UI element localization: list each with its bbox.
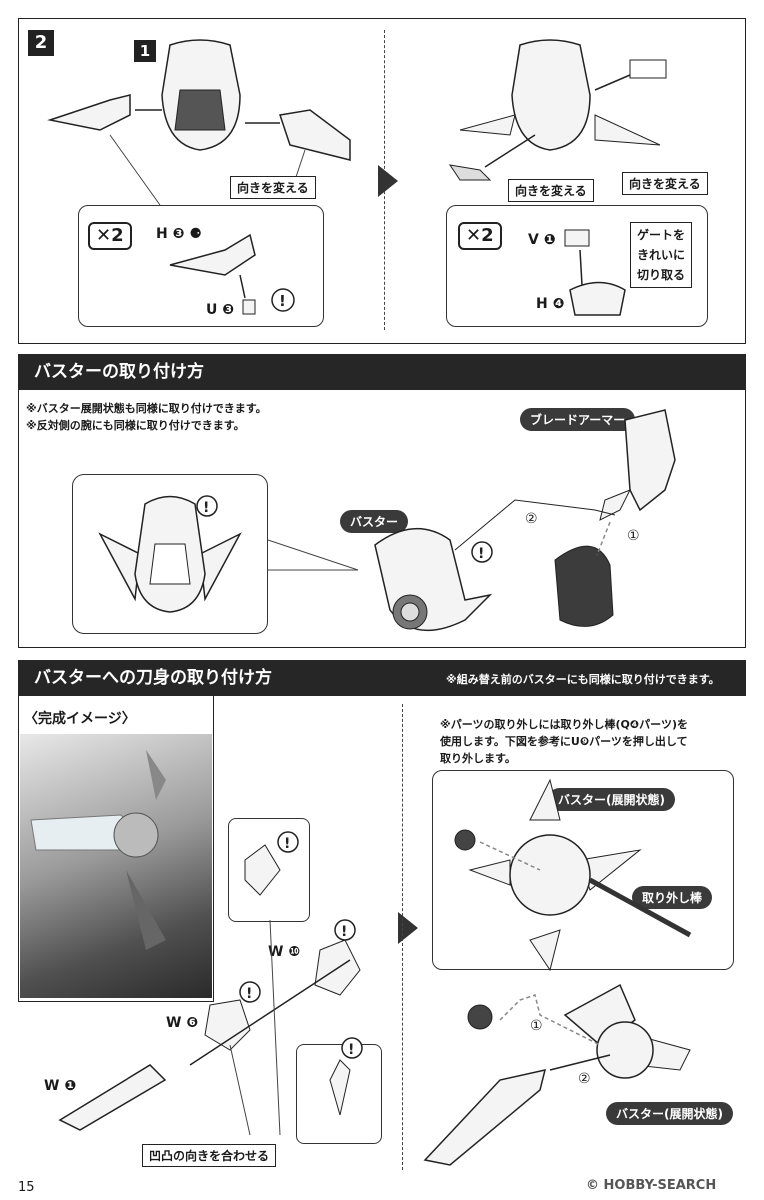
arrow-right-icon-2 xyxy=(398,912,418,944)
turn-label-right-b: 向きを変える xyxy=(622,172,708,195)
svg-text:!: ! xyxy=(203,500,209,516)
blade-assembly-illustration: ! ! ! ! xyxy=(58,831,363,1136)
gate-note: ゲートを きれいに 切り取る xyxy=(630,222,693,288)
step-right-illustration xyxy=(448,39,667,181)
left-sub-illustration: ! xyxy=(169,233,295,315)
svg-text:!: ! xyxy=(284,836,290,852)
part-label-h-left: H ❸ ⚈ xyxy=(156,226,202,242)
buster-assembly-illustration: ① ② ! xyxy=(374,409,676,632)
buster-step-1: ① xyxy=(627,528,640,544)
label-buster: バスター xyxy=(340,510,409,533)
buster-expanded-blade-illustration: ① ② xyxy=(423,983,691,1166)
sub-step-number: 1 xyxy=(134,40,156,62)
callout-lines xyxy=(267,539,359,571)
right-sub-illustration xyxy=(564,229,626,316)
align-label: 凹凸の向きを合わせる xyxy=(142,1144,277,1167)
part-label-h-right: H ❹ xyxy=(536,296,565,312)
blade-divider xyxy=(402,704,403,1170)
completed-photo-illustration xyxy=(30,750,166,950)
completed-photo xyxy=(20,734,212,998)
label-buster-expanded-top: バスター(展開状態) xyxy=(548,788,675,811)
watermark: © HOBBY-SEARCH xyxy=(586,1178,717,1193)
turn-label-left: 向きを変える xyxy=(230,176,316,199)
svg-text:!: ! xyxy=(246,986,252,1002)
removal-note: ※パーツの取り外しには取り外し棒(Q❹パーツ)を 使用します。下図を参考にU❾パ… xyxy=(440,718,688,765)
page-number: 15 xyxy=(18,1180,35,1195)
blade-step-1: ① xyxy=(530,1018,543,1034)
blade-note-right: ※組み替え前のバスターにも同様に取り付けできます。 xyxy=(446,673,720,686)
quantity-x2-right: ✕2 xyxy=(458,222,502,250)
section-title-blade: バスターへの刀身の取り付け方 xyxy=(18,660,746,696)
svg-text:!: ! xyxy=(478,546,484,562)
part-label-v-right: V ❶ xyxy=(528,232,556,248)
svg-text:!: ! xyxy=(348,1042,354,1058)
turn-label-right-a: 向きを変える xyxy=(508,179,594,202)
buster-note-2: ※反対側の腕にも同様に取り付けできます。 xyxy=(26,419,245,432)
quantity-x2-left: ✕2 xyxy=(88,222,132,250)
svg-text:!: ! xyxy=(279,292,286,310)
step-number: 2 xyxy=(28,30,54,56)
svg-text:!: ! xyxy=(341,924,347,940)
completed-label: 〈完成イメージ〉 xyxy=(24,711,136,727)
part-label-w1: W ❶ xyxy=(44,1078,77,1094)
arrow-right-icon xyxy=(378,165,398,197)
buster-detail-illustration: ! xyxy=(98,495,242,613)
buster-step-2: ② xyxy=(525,511,538,527)
part-label-u-left: U ❸ xyxy=(206,302,235,318)
step-left-illustration xyxy=(47,39,351,206)
buster-note-1: ※バスター展開状態も同様に取り付けできます。 xyxy=(26,402,267,415)
part-label-w6: W ❻ xyxy=(166,1015,199,1031)
blade-step-2: ② xyxy=(578,1071,591,1087)
label-removal-rod: 取り外し棒 xyxy=(632,886,713,909)
removal-illustration xyxy=(454,778,692,972)
label-blade-armor: ブレードアーマー xyxy=(520,408,636,431)
section-title-buster: バスターの取り付け方 xyxy=(18,354,746,390)
label-buster-expanded-bottom: バスター(展開状態) xyxy=(606,1102,733,1125)
